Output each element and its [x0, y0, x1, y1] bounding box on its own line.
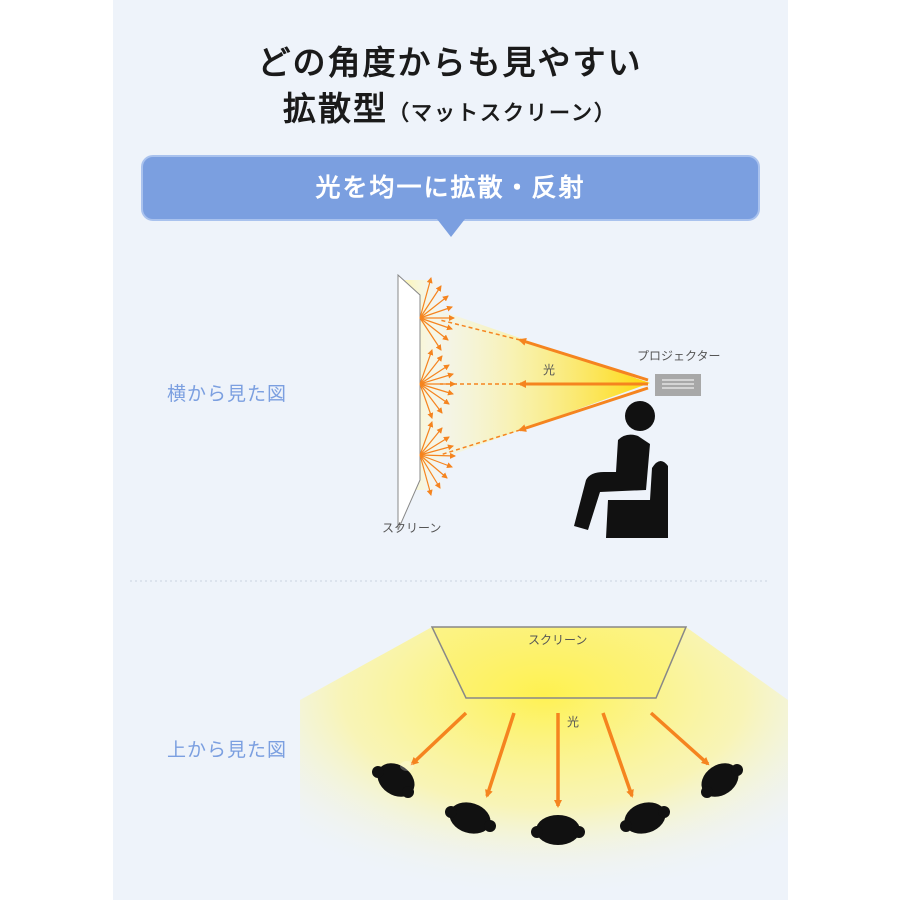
callout-banner [141, 155, 760, 221]
viewer-head-icon-3 [531, 815, 585, 845]
top-screen [430, 626, 688, 699]
side-light-label: 光 [543, 363, 555, 377]
callout-pointer [437, 219, 465, 237]
page-title: どの角度からも見やすい [257, 43, 643, 82]
side-view-label: 横から見た図 [167, 383, 288, 405]
projector-icon [655, 374, 701, 396]
viewer-head-icon-2 [445, 802, 496, 834]
top-light-glow [300, 627, 788, 900]
scatter-fan-middle [419, 349, 456, 419]
page-subtitle: 拡散型（マットスクリーン） [0, 82, 900, 130]
scatter-fan-bottom [419, 421, 456, 496]
viewer-head-icon-1 [372, 761, 415, 798]
scatter-fan-top [419, 277, 455, 351]
top-light-label: 光 [567, 715, 579, 729]
viewer-head-icon-4 [620, 802, 670, 834]
top-arrows [410, 711, 710, 808]
top-screen-label: スクリーン [528, 633, 587, 647]
side-screen [397, 273, 421, 531]
subtitle-note: （マットスクリーン） [388, 101, 617, 125]
side-screen-label: スクリーン [382, 521, 441, 535]
projector-label: プロジェクター [637, 349, 721, 363]
top-view-label: 上から見た図 [167, 739, 288, 761]
subtitle-main: 拡散型 [283, 89, 389, 128]
viewer-head-icon-5 [701, 763, 743, 798]
callout-text: 光を均一に拡散・反射 [315, 173, 586, 202]
beam-arrows [518, 337, 649, 432]
seated-person-icon [574, 401, 668, 538]
